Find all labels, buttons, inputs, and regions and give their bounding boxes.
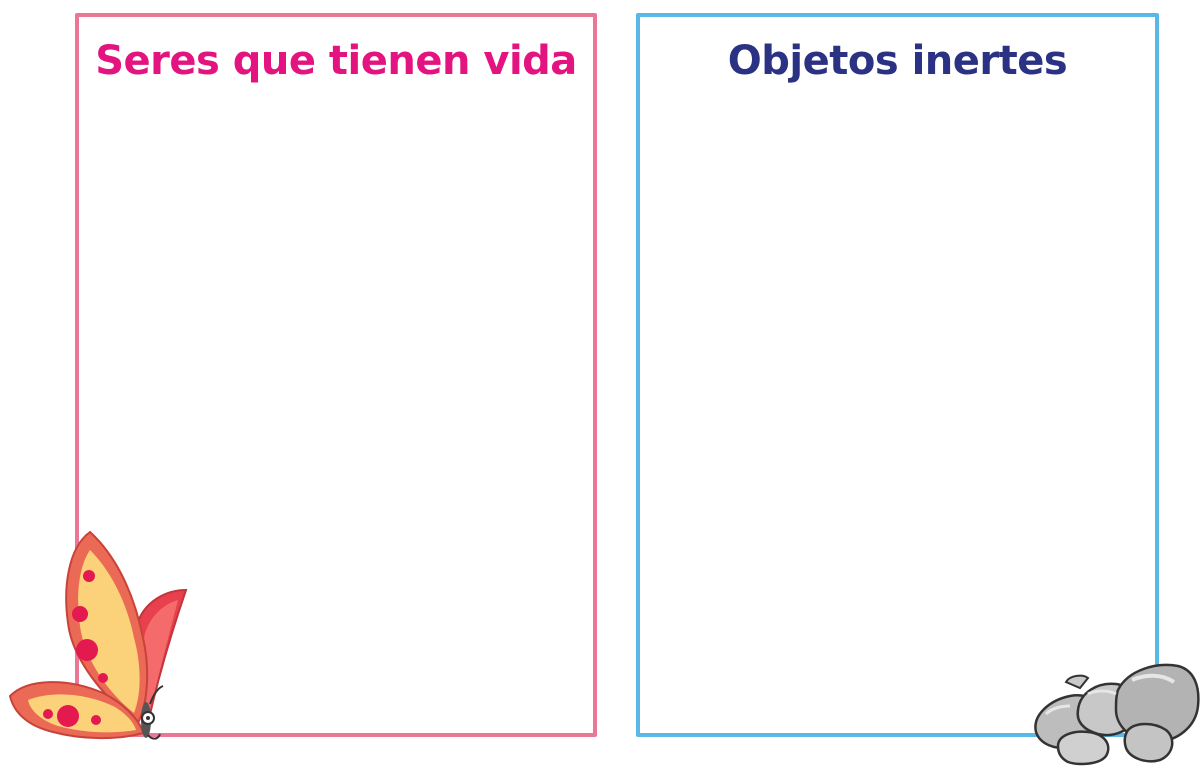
inert-objects-title: Objetos inertes: [727, 38, 1068, 84]
butterfly-icon: [8, 530, 188, 740]
inert-objects-panel: Objetos inertes: [636, 13, 1159, 737]
living-beings-title: Seres que tienen vida: [95, 38, 577, 84]
rocks-icon: [1034, 663, 1200, 766]
